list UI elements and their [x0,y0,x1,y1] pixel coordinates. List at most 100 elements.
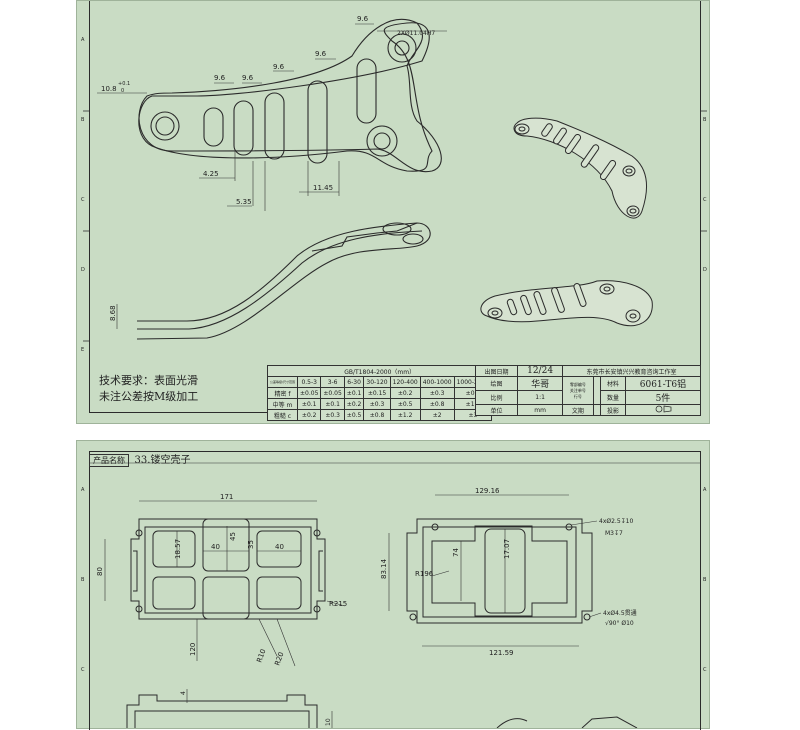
svg-text:C: C [703,197,707,203]
dim-label: R215 [329,600,347,608]
tolerance-cell: ±0.15 [363,387,391,399]
studio-name: 东莞市长安镇兴兴教育咨询工作室 [562,365,701,377]
drawing-sheet-2: 产品名称 33.镂空壳子 A B C A B C [76,440,710,730]
tolerance-header-cell: 3-6 [320,376,345,388]
quantity-value: 5件 [624,390,702,405]
dim-label: 4 [180,691,187,695]
tolerance-cell: ±0.3 [320,409,345,421]
tolerance-cell: ±0.05 [320,387,345,399]
drawing-frame [89,451,701,730]
dim-label: 17.07 [503,539,511,559]
dim-label: M3↧7 [605,530,623,537]
svg-text:E: E [81,347,84,353]
bracket-drawing: A B C D E B C D [81,15,707,353]
tolerance-cell: ±0.8 [419,398,455,410]
product-title-bar: 产品名称 33.镂空壳子 [89,451,190,467]
scale-label: 比例 [474,390,519,405]
tolerance-cell: ±0.3 [419,387,455,399]
tolerance-header-cell: 6-30 [343,376,365,388]
dim-label: +0.1 [118,81,130,87]
product-label: 产品名称 [89,454,129,467]
svg-text:A: A [81,487,85,493]
tech-requirement-line: 技术要求：表面光滑 [99,374,198,387]
unit-value: mm [517,404,564,416]
svg-text:C: C [81,667,85,673]
date-value: 12/24 [517,365,564,377]
part-number-label: 零部编号 关注单号 行号 [562,376,594,405]
dim-label: √90° Ø10 [605,620,634,627]
dim-label: 35 [247,540,255,549]
doc-value [592,404,602,416]
dim-label: R196 [415,570,434,578]
tolerance-header-cell: 0.5-3 [297,376,322,388]
dim-label: 120 [189,643,197,656]
dim-label: 129.16 [475,487,500,495]
drawer-label: 绘图 [474,376,519,391]
dim-label: 171 [220,493,233,501]
tolerance-cell: ±0.5 [343,409,365,421]
dim-label: R10 [255,648,267,664]
tolerance-cell: ±0.1 [297,398,322,410]
technical-requirements: 技术要求：表面光滑 未注公差按M级加工 [99,373,198,405]
dim-label: 5.35 [236,198,252,206]
material-label: 材料 [600,376,626,391]
tolerance-cell: ±0.8 [363,409,391,421]
dim-label: 18.57 [174,539,182,559]
svg-text:D: D [703,267,707,273]
scale-value: 1:1 [517,390,564,405]
projection-label: 投影 [600,404,626,416]
doc-label: 文期 [562,404,594,416]
tolerance-cell: 精密 f [266,387,299,399]
svg-text:C: C [81,197,85,203]
svg-text:B: B [81,117,85,123]
svg-text:A: A [81,37,85,43]
dim-label: 9.6 [357,15,369,23]
tolerance-cell: ±0.2 [389,387,421,399]
shell-drawing: A B C A B C [81,462,707,728]
tolerance-cell: ±1.2 [389,409,421,421]
tolerance-cell: ±0.2 [343,398,365,410]
dim-label: 4xØ2.5↧10 [599,518,633,525]
dim-label: 83.14 [380,558,388,579]
date-label: 出图日期 [474,365,519,377]
dim-label: 0 [121,88,124,94]
svg-text:A: A [703,487,707,493]
quantity-label: 数量 [600,390,626,405]
dim-label: 121.59 [489,649,514,657]
dim-label: 4xØ4.5贯通 [603,609,637,617]
dim-label: 10 [325,718,332,726]
dim-label: 11.45 [313,184,333,192]
svg-text:B: B [703,577,707,583]
tolerance-header-cell: 400-1000 [419,376,455,388]
tolerance-table: GB/T1804-2000（mm） 公差等级/尺寸范围 0.5-3 3-6 6-… [266,365,493,421]
dim-label: 40 [275,543,284,551]
svg-text:B: B [81,577,85,583]
projection-symbol-icon [624,404,702,416]
unit-label: 单位 [474,404,519,416]
tolerance-cell: 中等 m [266,398,299,410]
tolerance-header-cell: 120-400 [389,376,421,388]
tech-requirement-line: 未注公差按M级加工 [99,390,199,403]
tolerance-cell: ±0.1 [320,398,345,410]
tolerance-cell: ±2 [419,409,455,421]
svg-text:D: D [81,267,85,273]
dim-label: 45 [229,532,237,541]
tolerance-table-title: GB/T1804-2000（mm） [266,365,493,377]
svg-text:C: C [703,667,707,673]
dim-label: 4.25 [203,170,219,178]
tolerance-cell: ±0.1 [343,387,365,399]
title-block: 出图日期 12/24 东莞市长安镇兴兴教育咨询工作室 绘图 华哥 零部编号 关注… [474,365,702,416]
dim-label: 2XØ11.04H7 [397,30,435,37]
drawer-value: 华哥 [517,376,564,391]
svg-text:B: B [703,117,707,123]
part-number-value [592,376,602,405]
tolerance-cell: ±0.2 [297,409,322,421]
dim-label: R20 [273,651,285,667]
tolerance-cell: 粗糙 c [266,409,299,421]
product-name: 33.镂空壳子 [134,455,191,466]
dim-label: 9.6 [242,74,254,82]
dim-label: 9.6 [273,63,285,71]
dim-label: 9.6 [214,74,226,82]
tolerance-cell: ±0.5 [389,398,421,410]
material-value: 6061-T6铝 [624,376,702,391]
